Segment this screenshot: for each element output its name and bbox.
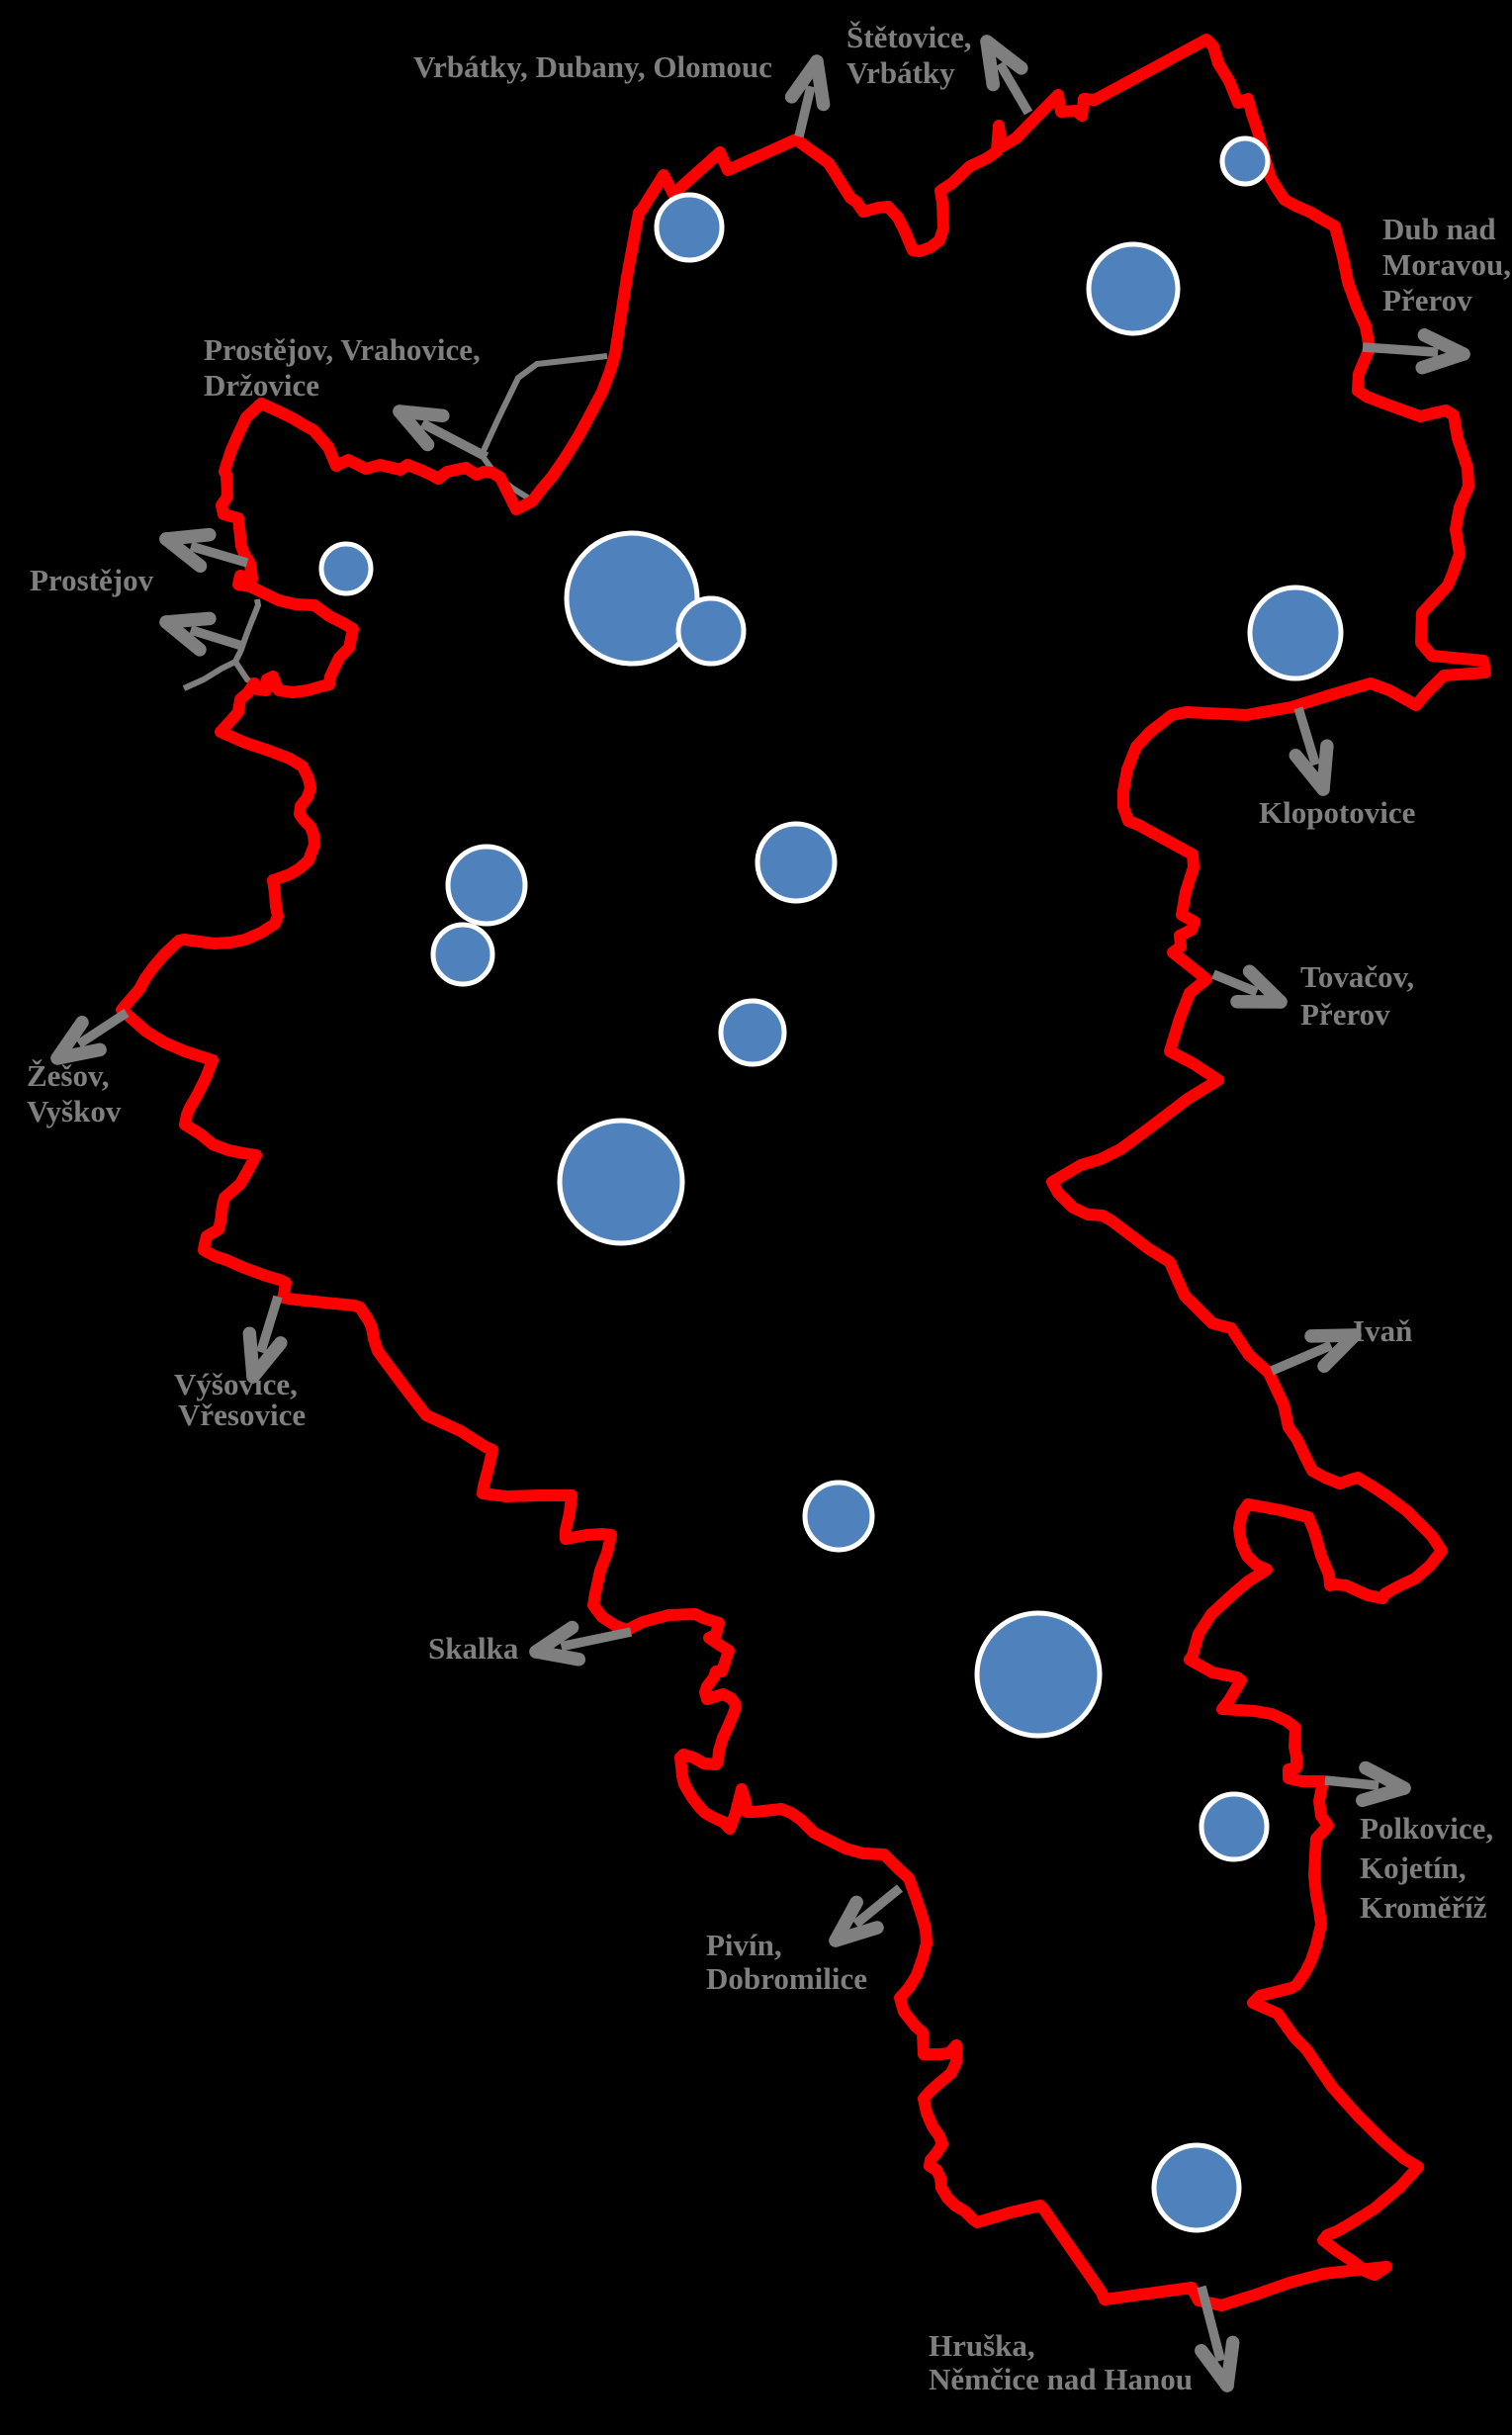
svg-text:Přerov: Přerov [1300, 997, 1390, 1032]
svg-text:Štětovice,: Štětovice, [846, 20, 972, 54]
svg-text:Vrbátky, Dubany, Olomouc: Vrbátky, Dubany, Olomouc [413, 49, 772, 84]
svg-text:Klopotovice: Klopotovice [1259, 795, 1415, 830]
svg-text:Hruška,: Hruška, [929, 2328, 1035, 2363]
svg-text:Vyškov: Vyškov [27, 1094, 122, 1128]
svg-text:Polkovice,: Polkovice, [1360, 1811, 1493, 1846]
svg-text:Žešov,: Žešov, [27, 1058, 110, 1093]
svg-text:Ivaň: Ivaň [1353, 1313, 1412, 1348]
svg-text:Vřesovice: Vřesovice [178, 1398, 306, 1432]
svg-text:Prostějov: Prostějov [30, 563, 154, 597]
svg-text:Prostějov, Vrahovice,: Prostějov, Vrahovice, [204, 332, 481, 367]
svg-text:Dobromilice: Dobromilice [706, 1961, 867, 1996]
svg-text:Kroměříž: Kroměříž [1360, 1890, 1487, 1925]
svg-text:Vrbátky: Vrbátky [846, 55, 955, 90]
svg-text:Tovačov,: Tovačov, [1300, 959, 1414, 994]
svg-text:Přerov: Přerov [1382, 283, 1472, 317]
svg-text:Dub nad: Dub nad [1382, 212, 1496, 246]
svg-text:Moravou,: Moravou, [1382, 247, 1511, 282]
svg-text:Pivín,: Pivín, [706, 1928, 782, 1962]
svg-text:Kojetín,: Kojetín, [1360, 1850, 1467, 1885]
svg-text:Výšovice,: Výšovice, [174, 1367, 298, 1401]
svg-text:Němčice nad Hanou: Němčice nad Hanou [929, 2362, 1193, 2396]
svg-text:Skalka: Skalka [428, 1631, 519, 1666]
svg-text:Držovice: Držovice [204, 368, 319, 403]
